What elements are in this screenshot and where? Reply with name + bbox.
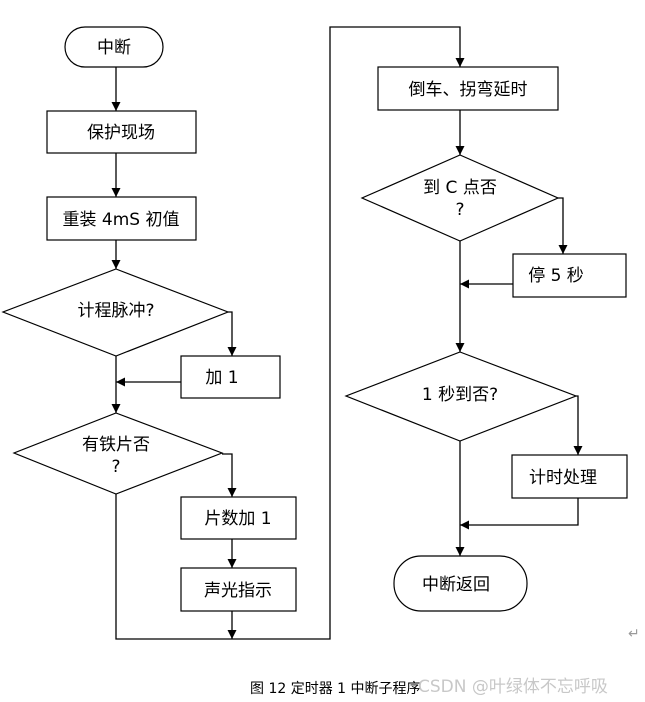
watermark: CSDN @叶绿体不忘呼吸 (418, 677, 608, 697)
sheet-add-label: 片数加 1 (204, 509, 271, 529)
stop-five-label: 停 5 秒 (528, 266, 584, 286)
interrupt-label: 中断 (97, 38, 131, 58)
arrow-sec-yes (573, 395, 583, 455)
point-c-label-1: 到 C 点否 (423, 178, 497, 198)
reload-label: 重装 4mS 初值 (63, 210, 180, 230)
reverse-turn-label: 倒车、拐弯延时 (409, 80, 528, 100)
stop-five-box (512, 253, 627, 298)
reverse-turn-box (377, 66, 559, 111)
point-c-decision (360, 154, 560, 242)
arrow-iron-yes (222, 453, 237, 497)
one-sec-label: 1 秒到否? (422, 385, 498, 405)
arrow-pulse-yes (227, 311, 237, 356)
sound-light-label: 声光指示 (204, 581, 272, 601)
save-scene-box (46, 110, 197, 154)
iron-label-1: 有铁片否 (82, 435, 150, 455)
arrow-c-yes (558, 197, 568, 254)
sound-light-box (180, 567, 297, 612)
arrow-timing-return (460, 498, 579, 530)
timing-box (511, 454, 628, 499)
save-scene-label: 保护现场 (87, 123, 155, 143)
reload-box (46, 196, 197, 241)
add-one-label: 加 1 (205, 368, 238, 388)
figure-caption: 图 12 定时器 1 中断子程序 (250, 681, 421, 697)
sheet-add-box (180, 496, 297, 540)
iron-label-2: ? (111, 457, 120, 477)
add-one-box (180, 355, 281, 399)
timing-label: 计时处理 (529, 468, 597, 488)
return-label: 中断返回 (422, 575, 490, 595)
point-c-label-2: ? (455, 200, 464, 220)
connector-to-right-column (115, 26, 465, 640)
paragraph-mark: ↵ (628, 626, 640, 642)
interrupt-terminal (64, 26, 164, 68)
count-pulse-label: 计程脉冲? (77, 301, 154, 321)
return-terminal (393, 555, 528, 612)
